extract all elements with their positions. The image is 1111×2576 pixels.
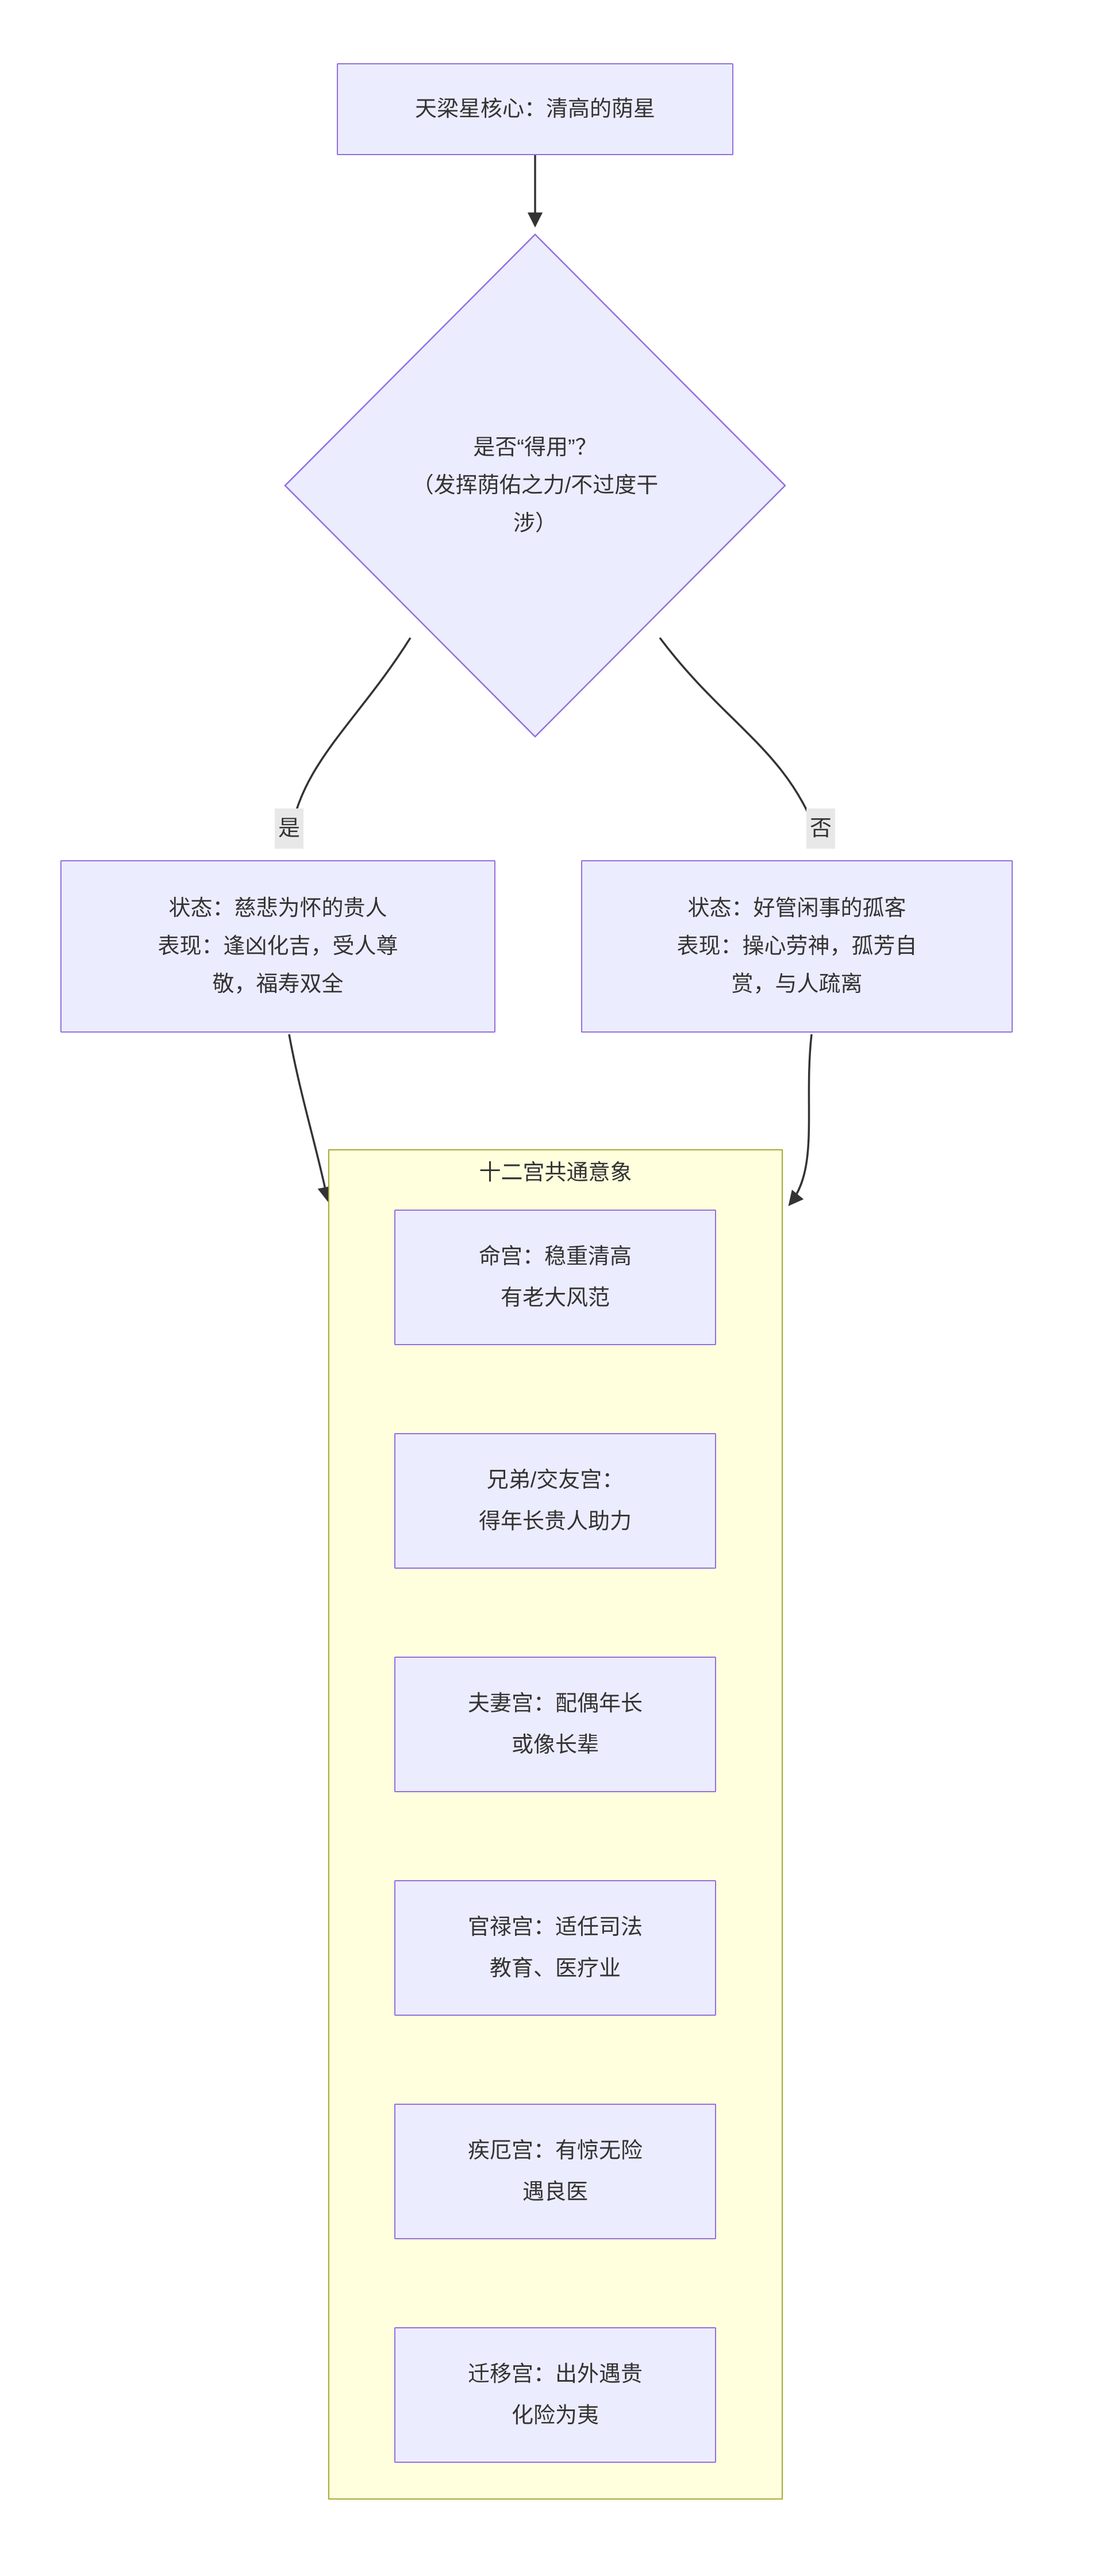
edge-yes-to-cluster [288,1034,333,1202]
node-ming-gong: 命宫：稳重清高 有老大风范 [394,1210,716,1345]
no-state-line: 表现：操心劳神，孤芳自 [676,934,917,958]
palace-line: 迁移宫：出外遇贵 [467,2362,643,2386]
decision-line: 涉） [513,511,557,536]
palace-line: 或像长辈 [511,1733,599,1757]
yes-state-line: 状态：慈悲为怀的贵人 [168,896,387,921]
palace-line: 有老大风范 [500,1286,610,1310]
no-state-line: 赏，与人疏离 [731,972,863,996]
node-root-label: 天梁星核心：清高的荫星 [414,97,655,121]
no-state-line: 状态：好管闲事的孤客 [687,896,906,921]
edge-label-yes: 是 [274,808,304,849]
decision-diamond-shape [284,233,786,738]
node-xiongdi-jiaoyou-gong: 兄弟/交友宫： 得年长贵人助力 [394,1433,716,1569]
node-root: 天梁星核心：清高的荫星 [337,63,733,155]
subgraph-twelve-palaces: 十二宫共通意象 [328,1149,783,2500]
node-jie-gong: 疾厄宫：有惊无险 遇良医 [394,2104,716,2239]
node-guanlu-gong: 官禄宫：适任司法 教育、医疗业 [394,1880,716,2016]
node-fuqi-gong: 夫妻宫：配偶年长 或像长辈 [394,1657,716,1792]
node-no-state: 状态：好管闲事的孤客 表现：操心劳神，孤芳自 赏，与人疏离 [581,860,1013,1033]
node-decision: 是否“得用”？ （发挥荫佑之力/不过度干 涉） [285,396,785,575]
yes-state-line: 敬，福寿双全 [212,972,344,996]
palace-line: 化险为夷 [511,2404,599,2428]
node-yes-state: 状态：慈悲为怀的贵人 表现：逢凶化吉，受人尊 敬，福寿双全 [60,860,495,1033]
edge-no-to-cluster [788,1034,813,1207]
palace-line: 遇良医 [522,2180,588,2204]
palace-line: 兄弟/交友宫： [486,1468,624,1492]
node-qianyi-gong: 迁移宫：出外遇贵 化险为夷 [394,2327,716,2463]
palace-line: 命宫：稳重清高 [478,1245,632,1269]
yes-state-line: 表现：逢凶化吉，受人尊 [157,934,398,958]
palace-line: 疾厄宫：有惊无险 [467,2139,643,2163]
edge-label-no: 否 [806,808,836,849]
palace-line: 教育、医疗业 [489,1957,621,1981]
edge-decision-no [659,637,821,840]
edge-decision-yes [283,637,412,844]
palace-line: 得年长贵人助力 [478,1510,632,1534]
decision-line: 是否“得用”？ [473,436,597,460]
decision-line: （发挥荫佑之力/不过度干 [412,473,659,498]
subgraph-title: 十二宫共通意象 [479,1161,632,1185]
palace-line: 官禄宫：适任司法 [467,1915,643,1939]
palace-line: 夫妻宫：配偶年长 [467,1692,643,1716]
